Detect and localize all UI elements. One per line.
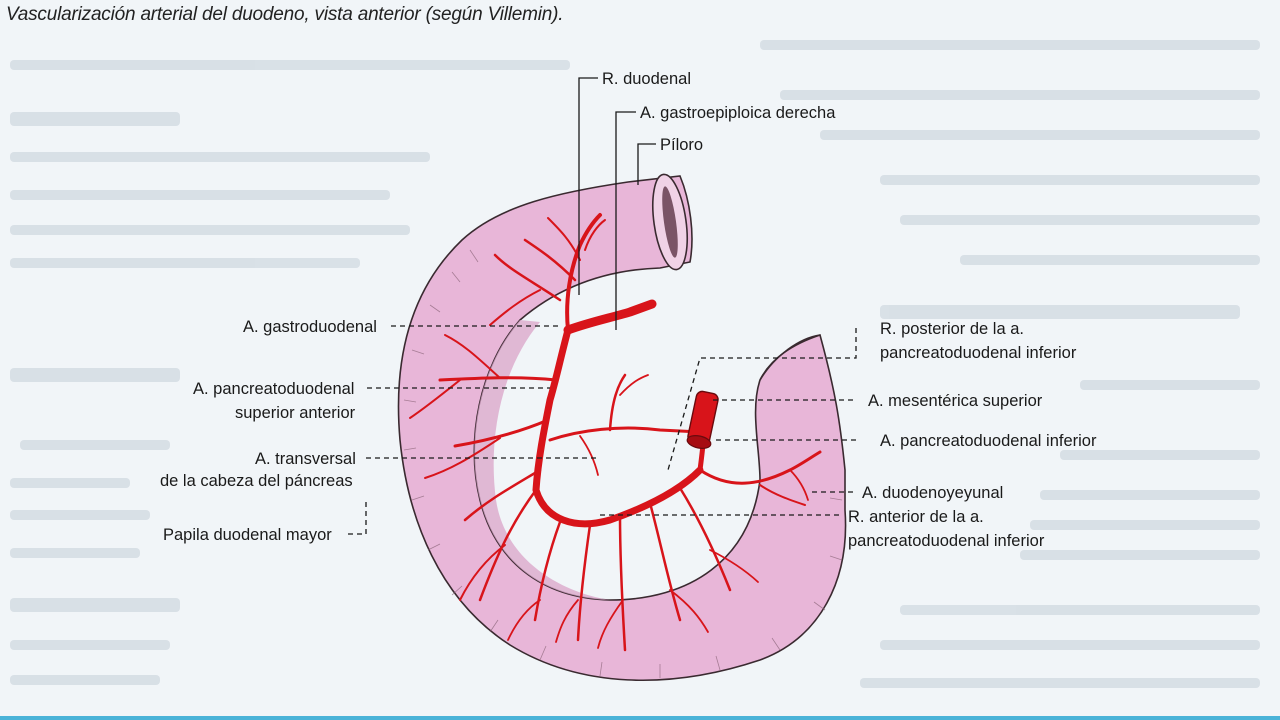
artery-gastroepiploica [563,299,657,335]
label-papila: Papila duodenal mayor [163,526,332,544]
superior-mesenteric-artery [686,390,719,449]
label-pancreatoduodenal-inf: A. pancreatoduodenal inferior [880,432,1097,450]
pylorus-lumen [662,186,678,258]
label-transversal-2: de la cabeza del páncreas [160,472,353,490]
label-r-anterior-1: R. anterior de la a. [848,508,984,526]
distal-cut-end [759,334,821,381]
label-r-anterior-2: pancreatoduodenal inferior [848,532,1045,550]
artery-duodenoyeyunal [698,450,822,485]
label-pancreatoduodenal-sup-1: A. pancreatoduodenal [193,380,354,398]
arterial-tree [409,213,822,652]
label-r-duodenal: R. duodenal [602,70,691,88]
leader-lines [348,77,857,535]
figure-caption: Vascularización arterial del duodeno, vi… [6,4,564,25]
label-transversal-1: A. transversal [255,450,356,468]
duodenum-illustration [397,173,847,681]
label-r-posterior-1: R. posterior de la a. [880,320,1024,338]
label-piloro: Píloro [660,136,703,154]
bottom-accent-bar [0,716,1280,720]
label-pancreatoduodenal-sup-2: superior anterior [235,404,356,422]
artery-transversal [548,426,702,442]
diagram-labels: R. duodenal A. gastroepiploica derecha P… [160,70,1097,550]
label-gastroepiploica: A. gastroepiploica derecha [640,104,836,122]
duodenum-hatching [403,249,843,678]
label-gastroduodenal: A. gastroduodenal [243,318,377,336]
label-r-posterior-2: pancreatoduodenal inferior [880,344,1077,362]
label-duodenoyeyunal: A. duodenoyeyunal [862,484,1003,502]
label-mesenterica: A. mesentérica superior [868,392,1043,410]
artery-r-duodenal [565,213,602,332]
